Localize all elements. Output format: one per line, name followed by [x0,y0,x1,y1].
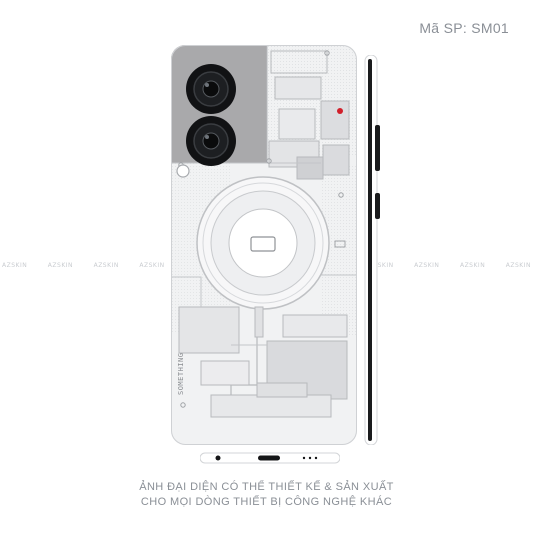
caption-line-2: CHO MỌI DÒNG THIẾT BỊ CÔNG NGHỆ KHÁC [140,496,393,508]
skin-print-text: SOMETHING [177,353,185,395]
phone-back-skin: SOMETHING [171,45,357,445]
caption: ẢNH ĐẠI DIỆN CÓ THỂ THIẾT KẾ & SẢN XUẤT … [0,480,533,510]
charging-coil [196,176,330,310]
side-button-top [375,125,380,171]
phone-side-profile [364,55,380,445]
bottom-port-hole [215,455,221,461]
watermark-text: AZSKIN [505,262,531,269]
red-dot [337,108,343,114]
usb-port [258,455,280,461]
watermark-text: AZSKIN [459,262,486,269]
product-code-label: Mã SP: SM01 [419,20,509,36]
watermark-text: AZSKIN [414,262,440,269]
camera-lens-bottom [186,116,236,166]
side-button-bottom [375,193,380,219]
watermark-text: AZSKIN [139,262,165,269]
phone-bottom-edge [200,452,340,464]
watermark-text: AZSKIN [2,262,28,269]
watermark-text: AZSKIN [93,262,119,269]
flash [176,164,190,178]
watermark-text: AZSKIN [47,262,74,269]
camera-lens-top [186,64,236,114]
watermark-text: AZSKIN [368,262,394,269]
caption-line-1: ẢNH ĐẠI DIỆN CÓ THỂ THIẾT KẾ & SẢN XUẤT [139,481,394,493]
